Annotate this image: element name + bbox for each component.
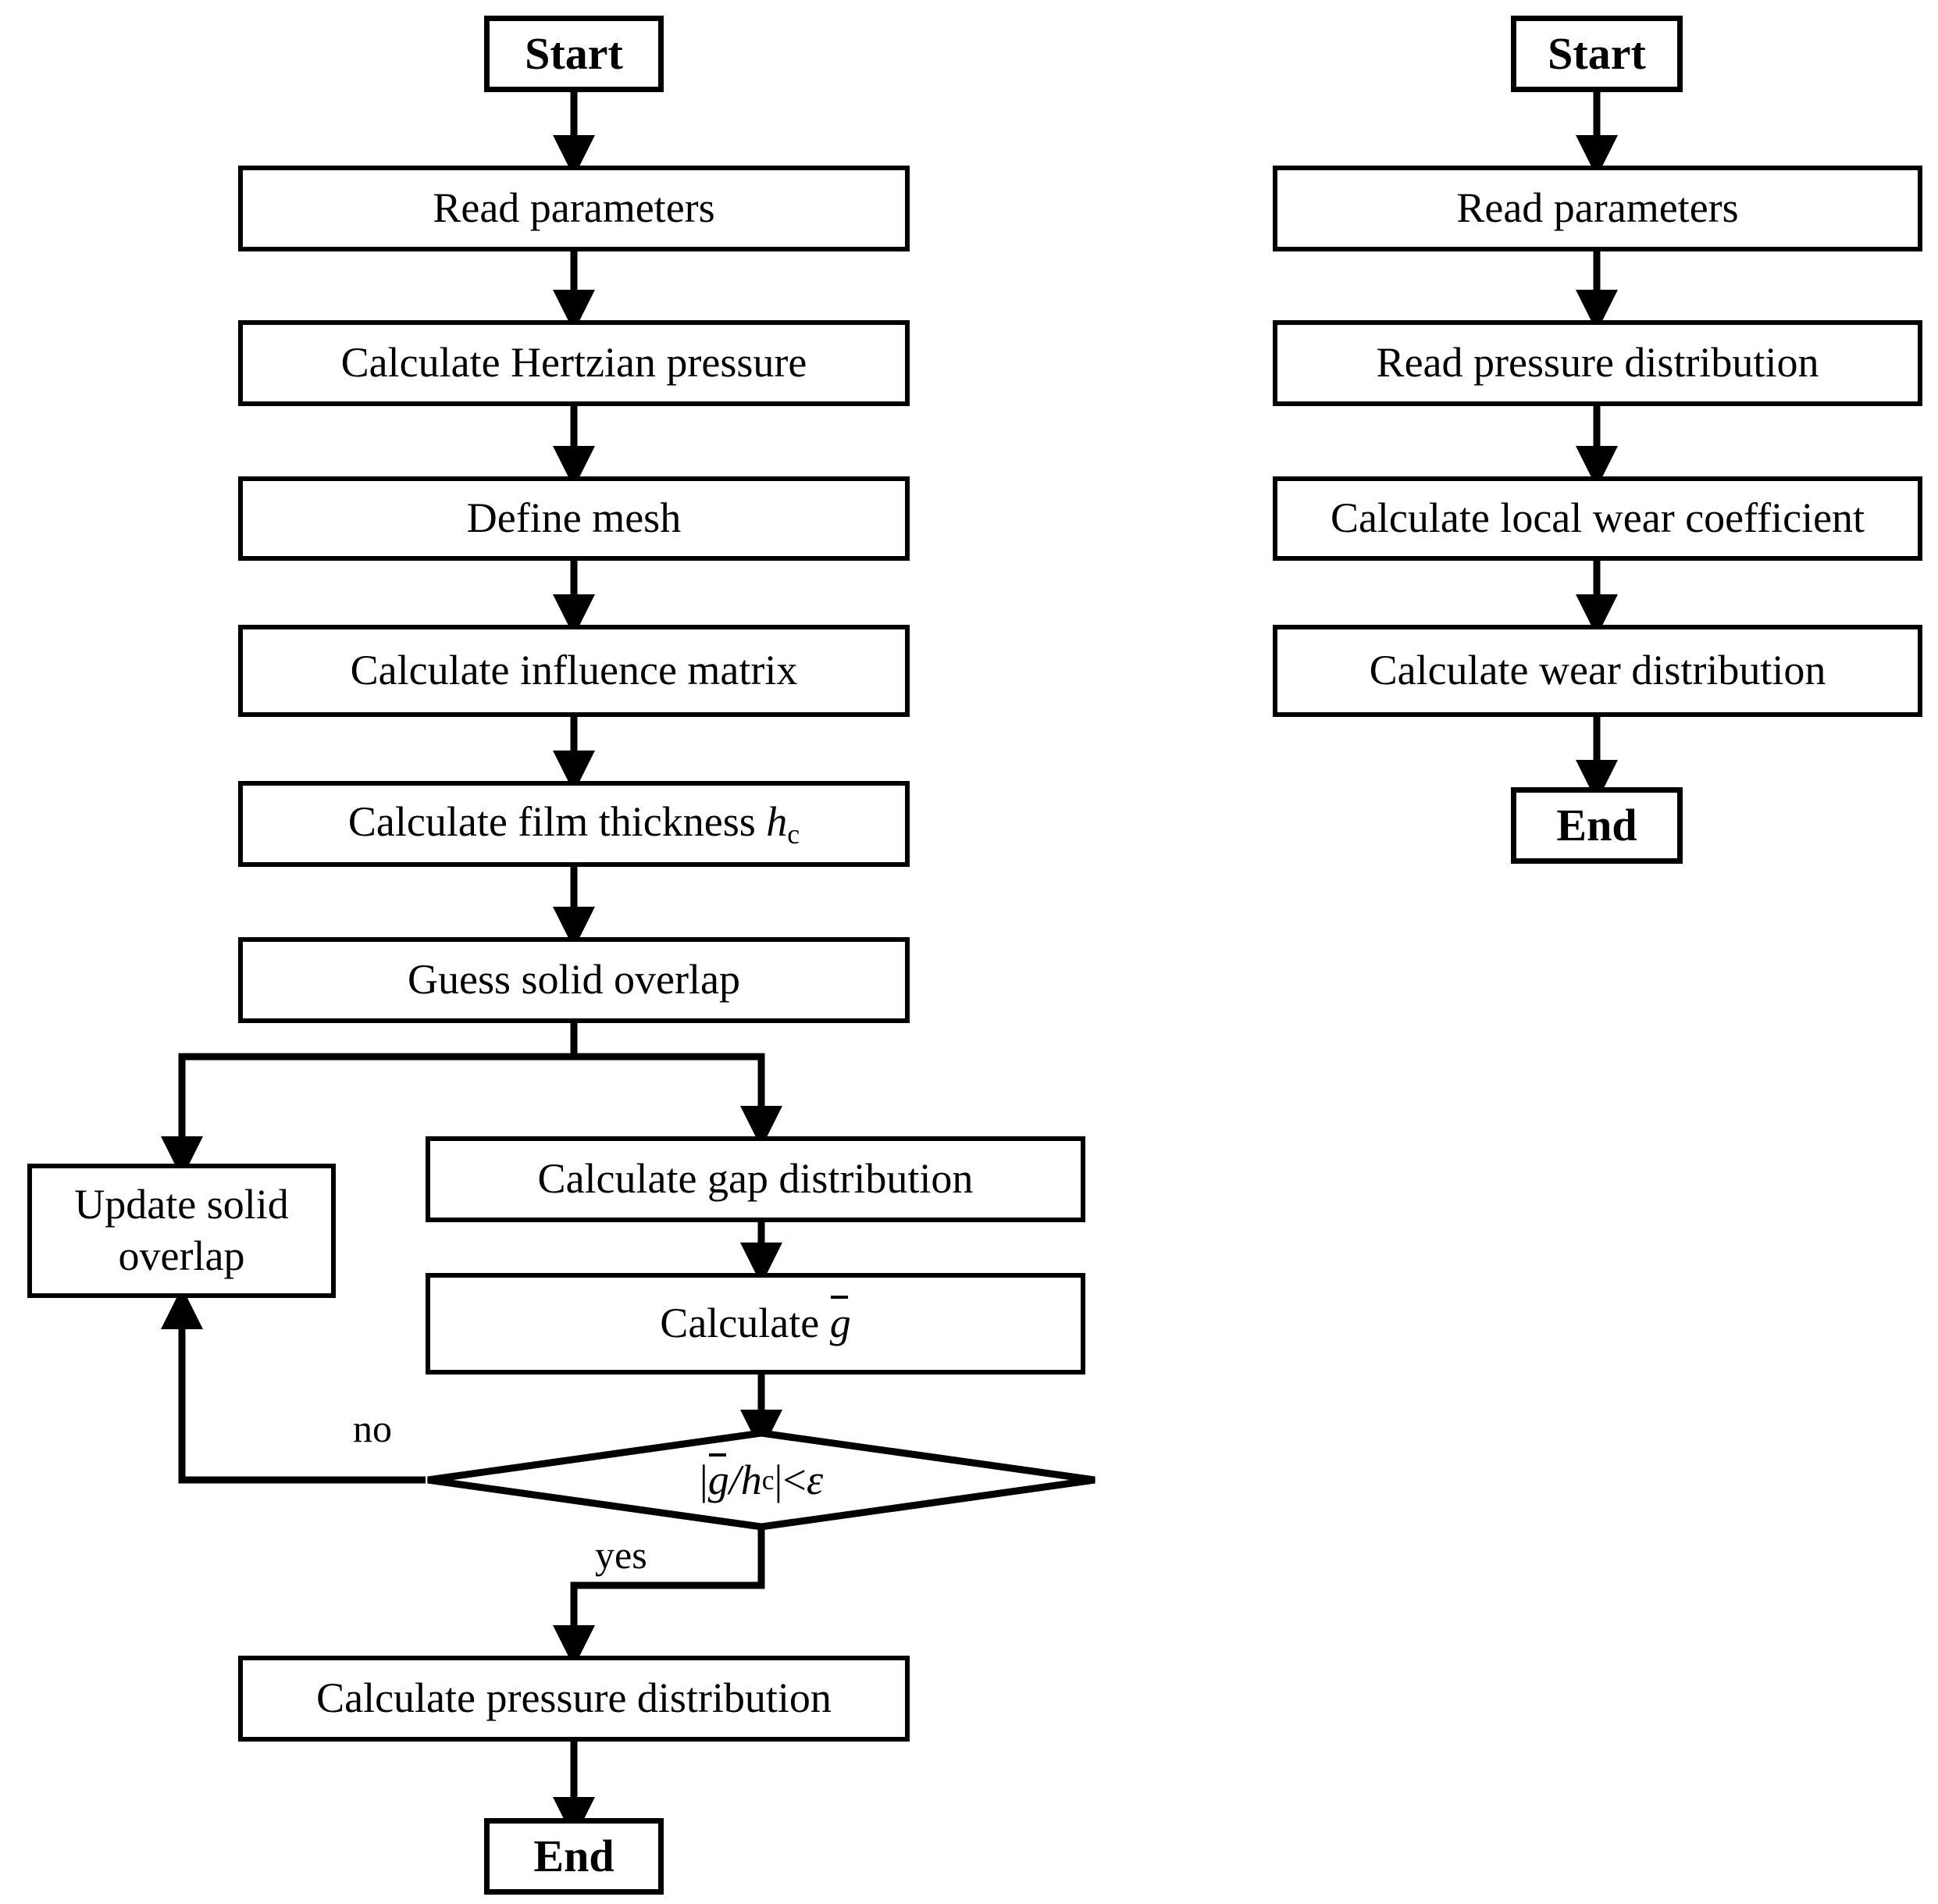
node-label: Calculate wear distribution [1369, 647, 1826, 694]
node-left-calculate-pressure-distribution[interactable]: Calculate pressure distribution [238, 1656, 910, 1742]
edge-decision-no-to-update [161, 1287, 426, 1484]
node-left-calculate-hertzian-pressure[interactable]: Calculate Hertzian pressure [238, 320, 910, 406]
edge-label-yes: yes [595, 1533, 647, 1577]
node-label: Read parameters [1456, 184, 1739, 232]
node-label: Calculate pressure distribution [316, 1674, 832, 1722]
node-label: Start [1548, 27, 1646, 79]
node-left-calculate-influence-matrix[interactable]: Calculate influence matrix [238, 625, 910, 717]
node-left-calculate-gap-distribution[interactable]: Calculate gap distribution [426, 1136, 1085, 1222]
node-right-read-parameters[interactable]: Read parameters [1273, 166, 1922, 251]
node-right-calculate-wear-distribution[interactable]: Calculate wear distribution [1273, 625, 1922, 717]
node-label: Define mesh [466, 494, 682, 542]
node-label: Calculate influence matrix [350, 647, 798, 694]
node-label: Calculate gap distribution [537, 1155, 974, 1203]
node-left-start[interactable]: Start [484, 16, 664, 92]
node-label: End [533, 1830, 615, 1881]
diamond-shape [427, 1429, 1095, 1531]
node-label: Guess solid overlap [408, 956, 740, 1004]
node-label: End [1556, 799, 1637, 850]
node-right-start[interactable]: Start [1511, 16, 1683, 92]
node-right-end[interactable]: End [1511, 787, 1683, 864]
node-right-calculate-local-wear-coefficient[interactable]: Calculate local wear coefficient [1273, 476, 1922, 561]
node-left-define-mesh[interactable]: Define mesh [238, 476, 910, 561]
node-label: Read pressure distribution [1376, 339, 1819, 387]
node-label: Calculate local wear coefficient [1330, 494, 1865, 542]
edge-junction-to-gap [574, 1053, 782, 1148]
node-left-guess-solid-overlap[interactable]: Guess solid overlap [238, 937, 910, 1023]
node-label: Calculate film thickness hc [347, 797, 800, 850]
node-left-calculate-film-thickness[interactable]: Calculate film thickness hc [238, 781, 910, 867]
edge-junction-to-update [161, 1053, 574, 1178]
node-right-read-pressure-distribution[interactable]: Read pressure distribution [1273, 320, 1922, 406]
edge-label-no: no [353, 1407, 392, 1450]
node-label: Read parameters [433, 184, 715, 232]
node-label: Start [525, 27, 623, 79]
edge-decision-yes-to-pressure [553, 1529, 765, 1667]
node-label: Calculate Hertzian pressure [340, 339, 807, 387]
node-left-calculate-gbar[interactable]: Calculate g [426, 1273, 1085, 1375]
node-left-end[interactable]: End [484, 1818, 664, 1895]
node-label: Calculate g [438, 1295, 1073, 1350]
node-left-read-parameters[interactable]: Read parameters [238, 166, 910, 251]
